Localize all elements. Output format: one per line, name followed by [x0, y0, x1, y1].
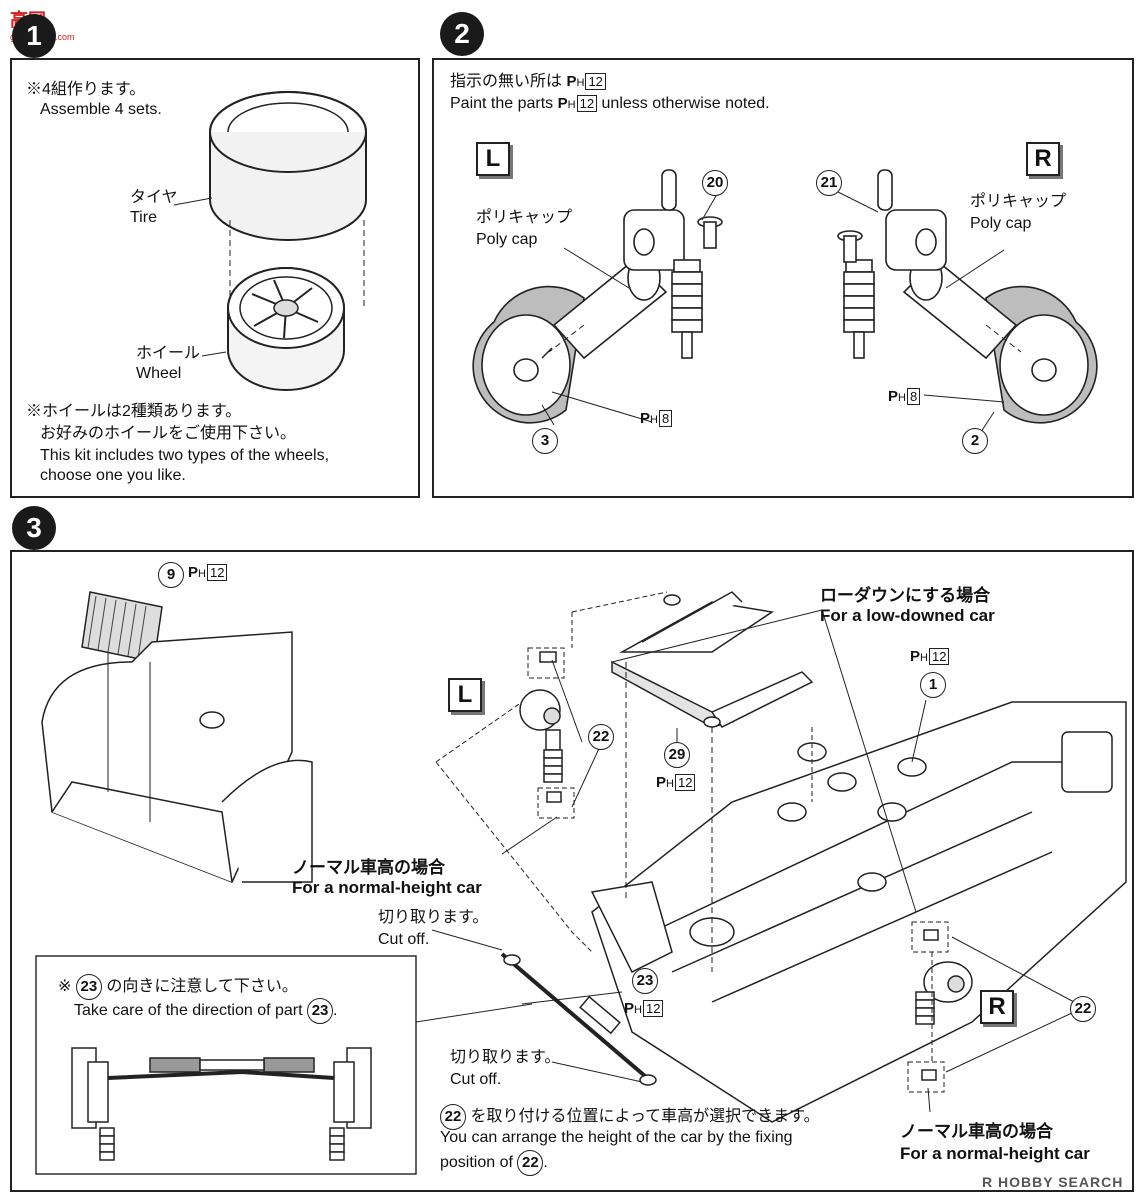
step-2-badge: 2 — [440, 12, 484, 56]
part-1-callout: 1 — [920, 672, 946, 698]
polycap-left-jp: ポリキャップ — [476, 209, 573, 226]
hobby-search-watermark: R HOBBY SEARCH — [982, 1174, 1124, 1190]
low-down-label-en: For a low-downed car — [820, 606, 995, 625]
assemble-note-jp: ※4組作ります。 — [26, 81, 146, 98]
part-23-callout: 23 — [632, 968, 658, 994]
height-note-en-2: position of 22. — [440, 1150, 548, 1176]
polycap-right-en: Poly cap — [970, 215, 1032, 232]
polycap-right-jp: ポリキャップ — [970, 193, 1067, 210]
step-1-badge: 1 — [12, 14, 56, 58]
height-note-jp: 22 を取り付ける位置によって車高が選択できます。 — [440, 1104, 820, 1130]
step-3-badge: 3 — [12, 506, 56, 550]
chassis-illustration — [35, 591, 1127, 1175]
normal-height-label-jp-right: ノーマル車高の場合 — [900, 1122, 1053, 1141]
direction-note-jp: ※ 23 の向きに注意して下さい。 — [58, 974, 298, 1000]
part-22-callout-right: 22 — [1070, 996, 1096, 1022]
assemble-note-en: Assemble 4 sets. — [40, 101, 162, 118]
part-21-callout: 21 — [816, 170, 842, 196]
part-29-callout: 29 — [664, 742, 690, 768]
low-down-label-jp: ローダウンにする場合 — [820, 586, 991, 605]
wheel-note-jp-2: お好みのホイールをご使用下さい。 — [40, 425, 297, 442]
wheel-note-jp-1: ※ホイールは2種類あります。 — [26, 403, 242, 420]
wheel-label-jp: ホイール — [136, 345, 201, 362]
polycap-left-en: Poly cap — [476, 231, 538, 248]
cut-off-en-1: Cut off. — [378, 931, 430, 948]
part-22-callout-left: 22 — [588, 724, 614, 750]
tire-wheel-illustration — [173, 91, 367, 391]
left-side-tag-step3: L — [448, 678, 482, 712]
right-side-tag-step3: R — [980, 990, 1014, 1024]
right-side-tag: R — [1026, 142, 1060, 176]
wheel-note-en-1: This kit includes two types of the wheel… — [40, 447, 330, 464]
cut-off-en-2: Cut off. — [450, 1071, 502, 1088]
wheel-note-en-2: choose one you like. — [40, 467, 186, 484]
left-side-tag: L — [476, 142, 510, 176]
cut-off-jp-1: 切り取ります。 — [378, 909, 489, 926]
cut-off-jp-2: 切り取ります。 — [450, 1049, 561, 1066]
part-20-callout: 20 — [702, 170, 728, 196]
normal-height-label-en-left: For a normal-height car — [292, 878, 482, 897]
direction-note-en: Take care of the direction of part 23. — [74, 998, 337, 1024]
part-2-callout: 2 — [962, 428, 988, 454]
height-note-en-1: You can arrange the height of the car by… — [440, 1129, 793, 1146]
tire-label-jp: タイヤ — [130, 189, 178, 206]
part-3-callout: 3 — [532, 428, 558, 454]
wheel-label-en: Wheel — [136, 365, 182, 382]
normal-height-label-jp-left: ノーマル車高の場合 — [292, 858, 445, 877]
tire-label-en: Tire — [130, 209, 157, 226]
suspension-illustration — [472, 169, 1098, 436]
normal-height-label-en-right: For a normal-height car — [900, 1144, 1090, 1163]
step-1-panel: ※4組作ります。 Assemble 4 sets. タイヤ Tire ホイール … — [10, 58, 420, 498]
part-9-callout: 9 — [158, 562, 184, 588]
